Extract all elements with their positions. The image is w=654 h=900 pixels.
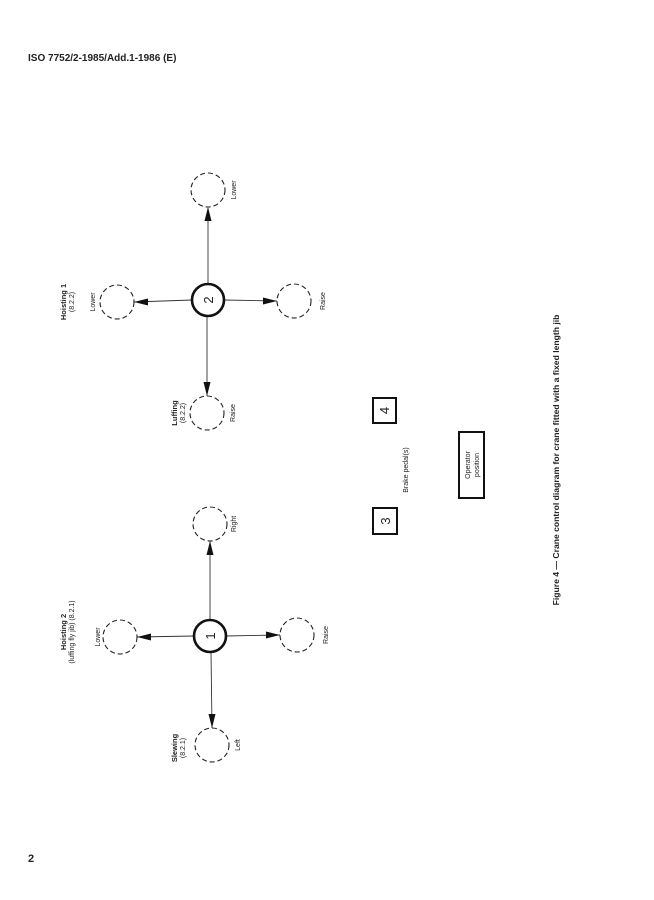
position-circle — [99, 284, 135, 320]
direction-label: Right — [231, 516, 238, 532]
function-ref: (8.2.2) — [69, 292, 76, 312]
figure-caption: Figure 4 — Crane control diagram for cra… — [551, 315, 561, 606]
controller-1-diagram: 1 Right Lower Raise Left Hoisting 2 (luf… — [59, 506, 330, 763]
direction-label: Lower — [231, 180, 238, 200]
direction-label: Raise — [320, 292, 327, 310]
function-ref: (8.2.2) — [180, 403, 187, 423]
arrow-head — [203, 382, 211, 396]
operator-label-line1: Operator — [465, 451, 472, 479]
operator-position-box — [458, 431, 485, 499]
function-ref: (luffing fly jib) (8.2.1) — [69, 600, 76, 663]
position-circle — [276, 283, 312, 319]
page-number: 2 — [28, 853, 34, 865]
position-circle — [189, 395, 225, 431]
arrow-head — [208, 714, 216, 728]
controller-number: 2 — [201, 296, 216, 303]
function-title: Slewing — [170, 733, 179, 762]
operator-position: Operator position — [458, 431, 485, 499]
direction-label: Lower — [90, 292, 97, 312]
pedal-number: 4 — [377, 407, 392, 414]
function-title: Hoisting 2 — [59, 614, 68, 650]
direction-label: Lower — [95, 627, 102, 647]
operator-label-line2: position — [474, 453, 481, 477]
function-title: Luffing — [170, 400, 179, 426]
direction-label: Raise — [323, 626, 330, 644]
arrow-head — [206, 541, 214, 555]
position-circle — [192, 506, 228, 542]
pedal-number: 3 — [378, 517, 393, 524]
brake-pedals-label: Brake pedal(s) — [403, 447, 410, 493]
position-circle — [279, 617, 315, 653]
controller-1-knob — [192, 618, 228, 654]
position-circle — [190, 172, 226, 208]
controller-2-diagram: 2 Lower Lower Raise Raise Hoisting 1 (8.… — [59, 172, 327, 431]
controller-number: 1 — [203, 632, 218, 639]
brake-pedals: 4 3 Brake pedal(s) — [372, 397, 410, 535]
arrow-head — [263, 297, 277, 305]
arrow-head — [134, 298, 148, 306]
controller-2-knob — [190, 282, 226, 318]
pedal-4-box — [372, 397, 397, 424]
position-circle — [194, 727, 230, 763]
function-title: Hoisting 1 — [59, 284, 68, 320]
arrow-head — [204, 207, 212, 221]
function-ref: (8.2.1) — [180, 738, 187, 758]
direction-label: Left — [235, 739, 242, 751]
pedal-3-box — [372, 507, 398, 535]
direction-label: Raise — [230, 404, 237, 422]
arrow-head — [137, 633, 151, 641]
position-circle — [102, 619, 138, 655]
arrow-head — [266, 631, 280, 639]
document-header: ISO 7752/2-1985/Add.1-1986 (E) — [28, 53, 176, 64]
